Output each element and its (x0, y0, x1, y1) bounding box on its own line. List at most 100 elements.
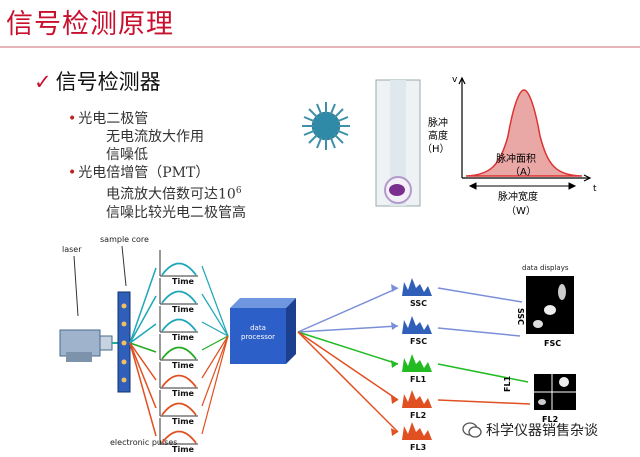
pulse-area-label: （A） (510, 166, 537, 178)
bullet-icon: • (68, 165, 77, 181)
pulse-width-label: 脉冲宽度 (498, 190, 538, 203)
arrow-head (391, 360, 398, 368)
histogram-icon: FL3 (402, 420, 434, 452)
sample-core-label: sample core (100, 235, 149, 244)
signal-arrow (201, 321, 229, 337)
gain-text: 电流放大倍数可达10 (106, 186, 236, 203)
data-displays-label: data displays (522, 264, 569, 272)
cell-icon (384, 176, 412, 204)
pulse-height-label: 高度 (428, 129, 448, 142)
scatter-plot-ssc-fsc (526, 276, 574, 334)
electronic-pulses-label: electronic pulses (110, 438, 177, 447)
beam-arrow (129, 342, 157, 409)
t-axis-label: t (593, 184, 597, 194)
plot-axis-fsc: FSC (544, 339, 561, 348)
pulse-width-label: （W） (506, 205, 536, 217)
output-arrow (297, 325, 399, 333)
histogram-label: FSC (410, 337, 427, 346)
beam-arrow (129, 295, 157, 344)
laser-pointer (73, 255, 79, 317)
time-pulse-plot: Time (129, 335, 229, 454)
signal-arrow (201, 335, 229, 407)
scatter-plot-fl1-fl2 (534, 374, 576, 410)
histogram-icon: FL1 (402, 352, 434, 384)
time-label: Time (172, 389, 195, 398)
beam-arrow (129, 342, 157, 437)
histogram-icon: SSC (402, 276, 434, 308)
time-label: Time (172, 277, 195, 286)
gain-exponent: 6 (235, 186, 242, 196)
list-item-text: 光电二极管 (78, 111, 149, 127)
processor-icon (230, 298, 296, 364)
list-item: •光电倍增管（PMT） (68, 164, 246, 182)
arrow-head (391, 284, 398, 292)
sample-core-icon (117, 291, 131, 393)
laser-label: laser (62, 245, 82, 254)
pulse-diagram: v t 脉冲 高度 （H） 脉冲面积 （A） 脉冲宽度 （W） (302, 75, 597, 217)
time-pulse-plot: Time (129, 335, 229, 398)
signal-arrow (201, 293, 229, 337)
list-item: •光电二极管 (68, 110, 246, 128)
time-pulse-plot: Time (129, 334, 229, 370)
time-pulse-plot: Time (129, 335, 229, 426)
plot-axis-fl2: FL2 (542, 415, 558, 424)
time-label: Time (172, 361, 195, 370)
time-pulse-plot: Time (129, 278, 229, 344)
light-burst-icon (302, 102, 350, 150)
display-arrow (437, 327, 521, 337)
detector-list: •光电二极管 无电流放大作用 信噪低 •光电倍增管（PMT） 电流放大倍数可达1… (68, 110, 246, 222)
time-label: Time (172, 417, 195, 426)
time-pulse-plot: Time (129, 306, 229, 344)
slide-title: 信号检测原理 (6, 9, 174, 40)
output-arrow (297, 331, 399, 401)
laser-icon (59, 329, 113, 362)
pulse-height-label: （H） (422, 143, 450, 155)
bullet-icon: • (68, 111, 77, 127)
checkmark-icon: ✓ (34, 70, 52, 94)
histogram-icon: FSC (402, 314, 434, 346)
list-item-text: 光电倍增管（PMT） (78, 165, 210, 181)
plot-axis-ssc: SSC (516, 308, 525, 325)
output-arrow (297, 287, 399, 333)
display-arrow (437, 399, 531, 405)
list-subitem: 无电流放大作用 (106, 129, 204, 145)
list-subitem: 信噪比较光电二极管高 (106, 204, 246, 221)
signal-arrows (297, 284, 531, 436)
time-label: Time (172, 445, 195, 454)
histogram-icon: FL2 (402, 388, 434, 420)
time-pulse-plot: Time (129, 250, 229, 344)
flow-diagram: laser sample core electronic pulses Time… (59, 235, 576, 454)
processor-label: processor (241, 333, 275, 341)
heading-text: 信号检测器 (55, 70, 161, 94)
beam-arrow (129, 342, 157, 353)
histogram-label: FL2 (410, 411, 426, 420)
display-arrow (437, 363, 529, 383)
display-arrow (437, 287, 523, 303)
arrow-head (391, 396, 398, 404)
beam-arrow (129, 323, 157, 344)
watermark-text: 科学仪器销售杂谈 (486, 423, 598, 439)
title-divider (0, 46, 640, 48)
section-heading: ✓信号检测器 (34, 66, 161, 96)
list-subitem: 信噪低 (106, 147, 148, 163)
beam-arrow (129, 267, 157, 344)
list-subitem: 电流放大倍数可达106 (68, 182, 246, 204)
histogram-label: SSC (410, 299, 427, 308)
histogram-label: FL1 (410, 375, 427, 384)
processor-label: data (250, 324, 266, 332)
signal-arrow (201, 335, 229, 379)
v-axis-label: v (452, 75, 458, 85)
time-label: Time (172, 305, 195, 314)
width-arrow (468, 182, 577, 190)
pulse-curve (465, 89, 583, 177)
wechat-icon (462, 422, 482, 438)
watermark: 科学仪器销售杂谈 (462, 420, 598, 440)
signal-arrow (201, 265, 229, 337)
pulse-height-label: 脉冲 (428, 116, 448, 129)
output-arrow (297, 331, 399, 433)
arrow-head (391, 428, 398, 436)
arrow-head (391, 322, 398, 330)
signal-arrow (201, 335, 229, 351)
pulse-area-label: 脉冲面积 (496, 152, 536, 165)
